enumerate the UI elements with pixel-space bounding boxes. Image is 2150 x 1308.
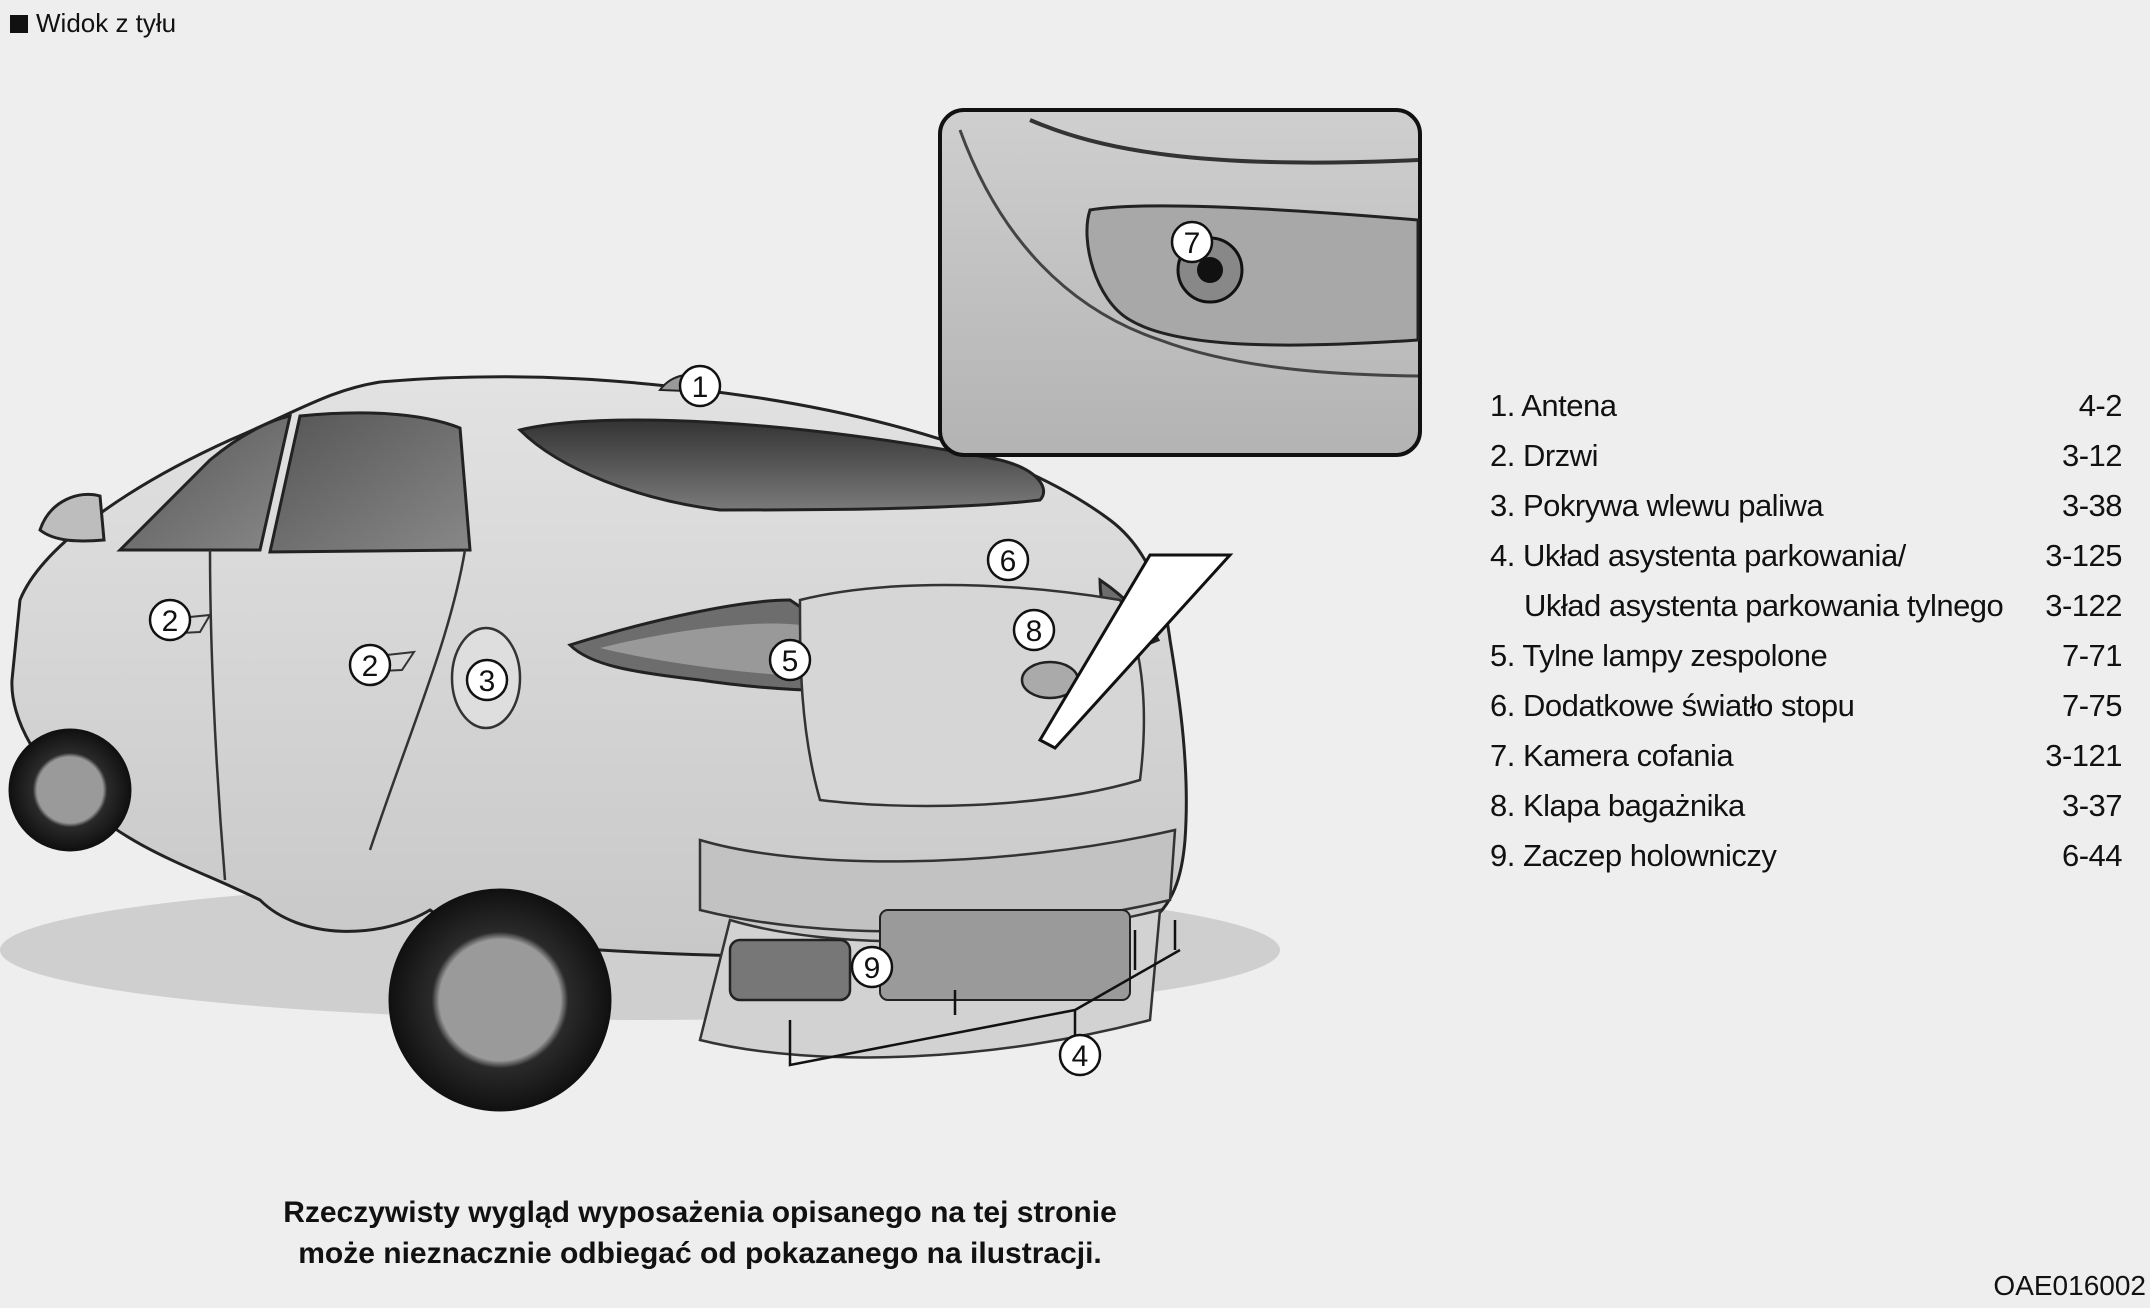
callout-6: 6 (986, 538, 1030, 582)
legend-label: 4. Układ asystenta parkowania/ (1490, 538, 1906, 573)
side-window-front (116, 414, 292, 552)
callout-4: 4 (1058, 1033, 1102, 1077)
callout-8: 8 (1012, 608, 1056, 652)
svg-text:2: 2 (362, 650, 379, 683)
square-bullet-icon (10, 14, 28, 33)
svg-text:6: 6 (1000, 545, 1017, 578)
legend-label: 3. Pokrywa wlewu paliwa (1490, 488, 1824, 523)
rear-diffuser (879, 909, 1131, 1001)
legend-row: 8. Klapa bagażnika 3-37 (1490, 788, 2123, 838)
legend-page-ref: 4-2 (2078, 388, 2123, 423)
disclaimer-note: Rzeczywisty wygląd wyposażenia opisanego… (250, 1192, 1150, 1274)
door-seam-front (208, 549, 227, 881)
zoom-pointer (1037, 553, 1234, 750)
disclaimer-line-1: Rzeczywisty wygląd wyposażenia opisanego… (283, 1196, 1117, 1229)
svg-text:4: 4 (1072, 1040, 1089, 1073)
front-wheel (8, 728, 132, 852)
legend-page-ref: 3-121 (2045, 738, 2122, 773)
legend-page-ref: 3-125 (2045, 538, 2122, 573)
door-seam-rear (368, 549, 467, 851)
legend-page-ref: 7-75 (2061, 688, 2123, 723)
car-rear-view-illustration: 1 2 2 3 4 5 6 (0, 108, 1422, 1112)
rear-bumper (698, 828, 1177, 933)
callout-3: 3 (465, 658, 509, 702)
section-title-text: Widok z tyłu (36, 8, 177, 38)
svg-text:7: 7 (1184, 227, 1201, 260)
legend-row: 6. Dodatkowe światło stopu 7-75 (1490, 688, 2123, 738)
svg-text:5: 5 (782, 645, 799, 678)
legend-label: 8. Klapa bagażnika (1490, 788, 1745, 823)
legend-row: 4. Układ asystenta parkowania/ 3-125 (1490, 538, 2122, 588)
legend-row: 5. Tylne lampy zespolone 7-71 (1490, 638, 2123, 688)
rear-windshield (517, 418, 1046, 512)
leader-line-parking-sensors (788, 920, 1181, 1067)
svg-text:8: 8 (1026, 615, 1043, 648)
svg-text:3: 3 (479, 665, 496, 698)
legend-page-ref: 3-38 (2061, 488, 2123, 523)
inset-lamp-recess (1029, 118, 1419, 165)
legend-label: Układ asystenta parkowania tylnego (1524, 588, 2004, 623)
legend-page-ref: 7-71 (2061, 638, 2123, 673)
rear-reflector (728, 938, 852, 1002)
callout-1: 1 (678, 364, 722, 408)
svg-text:9: 9 (864, 952, 881, 985)
legend-row: 1. Antena 4-2 (1490, 388, 2123, 438)
legend-page-ref: 3-12 (2061, 438, 2123, 473)
svg-text:1: 1 (692, 371, 709, 404)
legend-label: 1. Antena (1490, 388, 1617, 423)
legend-row: 7. Kamera cofania 3-121 (1490, 738, 2122, 788)
trunk-lid (798, 583, 1146, 808)
legend-row: 2. Drzwi 3-12 (1490, 438, 2123, 488)
inset-camera-housing (1085, 204, 1420, 347)
legend-label: 2. Drzwi (1490, 438, 1598, 473)
legend-row: 9. Zaczep holowniczy 6-44 (1490, 838, 2123, 888)
callout-7: 7 (1170, 220, 1214, 264)
figure-code: OAE016002 (1993, 1270, 2146, 1301)
inset-bumper-curve (958, 129, 1419, 378)
section-title: Widok z tyłu (10, 8, 176, 39)
callout-9: 9 (850, 945, 894, 989)
side-mirror (38, 492, 106, 543)
callout-2-rear-door: 2 (348, 643, 392, 687)
component-legend: 1. Antena 4-2 2. Drzwi 3-12 3. Pokrywa w… (1490, 388, 2123, 888)
disclaimer-line-2: może nieznacznie odbiegać od pokazanego … (298, 1237, 1102, 1270)
svg-text:2: 2 (162, 605, 179, 638)
callout-5: 5 (768, 638, 812, 682)
camera-lens (1197, 257, 1223, 283)
rear-wheel (388, 888, 612, 1112)
legend-page-ref: 3-37 (2061, 788, 2123, 823)
legend-label: 7. Kamera cofania (1490, 738, 1734, 773)
legend-label: 5. Tylne lampy zespolone (1490, 638, 1828, 673)
side-window-rear (268, 411, 472, 554)
legend-label: 6. Dodatkowe światło stopu (1490, 688, 1855, 723)
callout-2-front-door: 2 (148, 598, 192, 642)
legend-page-ref: 6-44 (2061, 838, 2123, 873)
legend-page-ref: 3-122 (2045, 588, 2122, 623)
legend-row-continuation: Układ asystenta parkowania tylnego 3-122 (1490, 588, 2122, 638)
legend-label: 9. Zaczep holowniczy (1490, 838, 1777, 873)
legend-row: 3. Pokrywa wlewu paliwa 3-38 (1490, 488, 2123, 538)
